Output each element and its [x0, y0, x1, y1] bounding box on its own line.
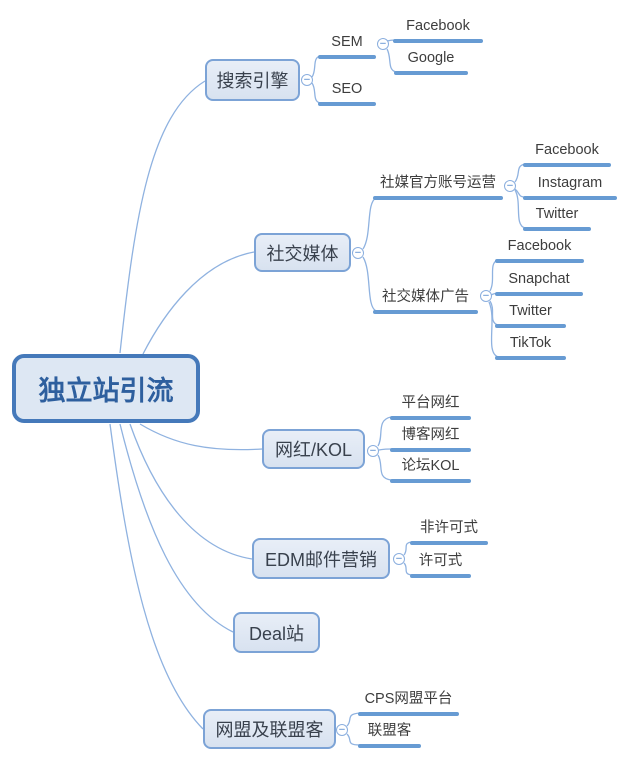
topic-label: 联盟客 — [367, 723, 412, 739]
topic-underline — [410, 574, 471, 578]
topic-label: 社媒官方账号运营 — [380, 175, 496, 191]
topic-underline — [495, 356, 566, 360]
topic-edm-email-marketing[interactable]: EDM邮件营销 — [252, 538, 390, 579]
collapse-icon[interactable]: − — [301, 74, 313, 86]
topic-underline — [495, 324, 566, 328]
topic-underline — [318, 55, 376, 59]
topic-label: Facebook — [507, 238, 572, 254]
minus-glyph: − — [303, 74, 311, 86]
minus-glyph: − — [482, 290, 490, 302]
topic-underline — [373, 196, 503, 200]
topic-permission[interactable]: 许可式 — [410, 552, 471, 578]
topic-ads-facebook[interactable]: Facebook — [495, 237, 584, 263]
minus-glyph: − — [379, 38, 387, 50]
topic-platform-influencer[interactable]: 平台网红 — [390, 394, 471, 420]
collapse-icon[interactable]: − — [504, 180, 516, 192]
topic-deal-site[interactable]: Deal站 — [233, 612, 320, 653]
collapse-icon[interactable]: − — [352, 247, 364, 259]
topic-underline — [495, 259, 584, 263]
topic-label: Facebook — [535, 142, 599, 158]
topic-underline — [393, 39, 483, 43]
topic-label: Facebook — [406, 18, 470, 34]
topic-label: SEM — [331, 34, 363, 50]
topic-label: Instagram — [537, 175, 603, 191]
topic-official-facebook[interactable]: Facebook — [523, 141, 611, 167]
minus-glyph: − — [395, 553, 403, 565]
topic-underline — [318, 102, 376, 106]
topic-label: Twitter — [535, 206, 579, 222]
topic-official-twitter[interactable]: Twitter — [523, 205, 591, 231]
topic-influencer-kol[interactable]: 网红/KOL — [262, 429, 365, 469]
topic-label: 许可式 — [418, 553, 463, 569]
topic-sem-facebook[interactable]: Facebook — [393, 17, 483, 43]
topic-label: 社交媒体广告 — [382, 289, 469, 305]
minus-glyph: − — [338, 724, 346, 736]
topic-label: Google — [407, 50, 455, 66]
collapse-icon[interactable]: − — [393, 553, 405, 565]
topic-label: 论坛KOL — [401, 458, 460, 474]
topic-underline — [373, 310, 478, 314]
minus-glyph: − — [506, 180, 514, 192]
topic-underline — [358, 744, 421, 748]
topic-social-media[interactable]: 社交媒体 — [254, 233, 351, 272]
topic-non-permission[interactable]: 非许可式 — [410, 519, 488, 545]
topic-cps-network-platform[interactable]: CPS网盟平台 — [358, 690, 459, 716]
topic-underline — [410, 541, 488, 545]
topic-sem[interactable]: SEM — [318, 33, 376, 59]
topic-underline — [390, 416, 471, 420]
topic-social-media-ads[interactable]: 社交媒体广告 — [373, 288, 478, 314]
topic-label: TikTok — [509, 335, 552, 351]
collapse-icon[interactable]: − — [367, 445, 379, 457]
topic-label: 非许可式 — [420, 520, 478, 536]
topic-underline — [358, 712, 459, 716]
topic-underline — [390, 448, 471, 452]
topic-official-account-operation[interactable]: 社媒官方账号运营 — [373, 174, 503, 200]
topic-official-instagram[interactable]: Instagram — [523, 174, 617, 200]
topic-underline — [495, 292, 583, 296]
topic-seo[interactable]: SEO — [318, 80, 376, 106]
topic-underline — [394, 71, 468, 75]
topic-underline — [390, 479, 471, 483]
topic-sem-google[interactable]: Google — [394, 49, 468, 75]
topic-search-engine[interactable]: 搜索引擎 — [205, 59, 300, 101]
topic-forum-kol[interactable]: 论坛KOL — [390, 457, 471, 483]
topic-ads-tiktok[interactable]: TikTok — [495, 334, 566, 360]
topic-label: Twitter — [509, 303, 552, 319]
topic-underline — [523, 227, 591, 231]
topic-label: 平台网红 — [401, 395, 460, 411]
topic-label: 博客网红 — [401, 427, 460, 443]
collapse-icon[interactable]: − — [480, 290, 492, 302]
root-topic[interactable]: 独立站引流 — [12, 354, 200, 423]
topic-underline — [523, 196, 617, 200]
minus-glyph: − — [369, 445, 377, 457]
minus-glyph: − — [354, 247, 362, 259]
topic-ads-twitter[interactable]: Twitter — [495, 302, 566, 328]
topic-affiliate[interactable]: 联盟客 — [358, 722, 421, 748]
collapse-icon[interactable]: − — [377, 38, 389, 50]
collapse-icon[interactable]: − — [336, 724, 348, 736]
topic-blog-influencer[interactable]: 博客网红 — [390, 426, 471, 452]
topic-label: Snapchat — [508, 271, 570, 287]
topic-underline — [523, 163, 611, 167]
topic-ads-snapchat[interactable]: Snapchat — [495, 270, 583, 296]
topic-ad-network-affiliate[interactable]: 网盟及联盟客 — [203, 709, 336, 749]
topic-label: SEO — [331, 81, 363, 97]
topic-label: CPS网盟平台 — [364, 691, 453, 707]
